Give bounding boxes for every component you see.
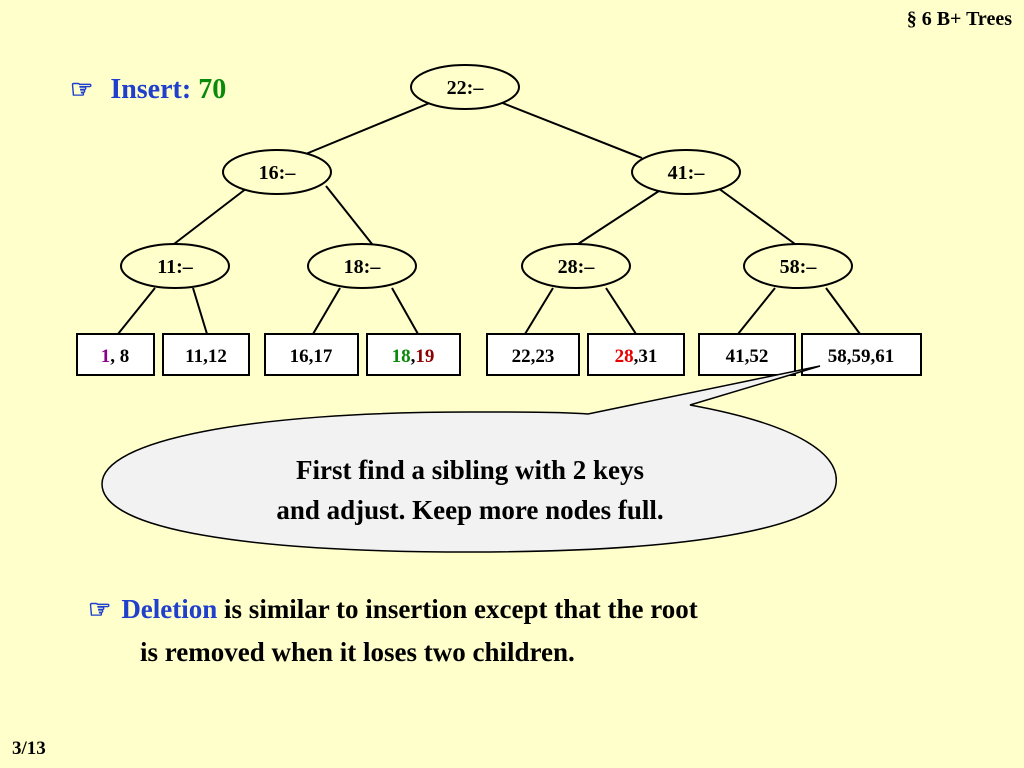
edge: [117, 287, 156, 335]
insert-value: 70: [198, 74, 227, 105]
insert-label: Insert:: [110, 74, 192, 105]
edge: [524, 287, 554, 335]
leaf-5-text: 22,23: [512, 346, 555, 367]
edge: [605, 287, 637, 335]
deletion-line-2: is removed when it loses two children.: [140, 637, 575, 667]
node-16: [222, 149, 332, 195]
slide-header: § 6 B+ Trees: [906, 8, 1012, 30]
node-58-label: 58:–: [780, 256, 818, 278]
leaf-6-text: 28,31: [615, 346, 658, 367]
root-node-label: 22:–: [447, 77, 485, 99]
edge: [499, 101, 643, 159]
leaf-2: [162, 333, 250, 376]
edge: [295, 101, 433, 159]
node-58: [743, 243, 853, 289]
leaf-4-text: 18,19: [392, 346, 435, 367]
callout-text: First find a sibling with 2 keys and adj…: [0, 450, 940, 530]
edge: [825, 287, 861, 335]
node-18-label: 18:–: [344, 256, 382, 278]
leaf-7: [698, 333, 796, 376]
node-28-label: 28:–: [558, 256, 596, 278]
edge: [737, 287, 776, 335]
leaf-5: [486, 333, 580, 376]
node-41-label: 41:–: [668, 162, 706, 184]
leaf-1: [76, 333, 155, 376]
node-11-label: 11:–: [157, 256, 194, 278]
deletion-keyword: Deletion: [121, 594, 218, 624]
node-41: [631, 149, 741, 195]
leaf-4: [366, 333, 461, 376]
leaf-7-text: 41,52: [726, 346, 769, 367]
leaf-8-text: 58,59,61: [828, 346, 895, 367]
root-node: [410, 64, 520, 110]
leaf-6: [587, 333, 685, 376]
pointing-hand-icon: ☞: [70, 75, 94, 104]
edge: [391, 287, 419, 335]
node-28: [521, 243, 631, 289]
pointing-hand-icon: ☞: [88, 595, 112, 624]
node-16-label: 16:–: [259, 162, 297, 184]
edge: [577, 188, 663, 245]
leaf-3-text: 16,17: [290, 346, 333, 367]
callout-line-1: First find a sibling with 2 keys: [295, 455, 645, 485]
edge: [325, 185, 373, 245]
edge: [173, 187, 248, 245]
page-number: 3/13: [12, 738, 46, 759]
leaf-8: [801, 333, 922, 376]
leaf-2-text: 11,12: [185, 346, 227, 367]
edge: [312, 287, 341, 335]
callout-bubble: [101, 365, 837, 553]
edge: [192, 287, 208, 335]
leaf-3: [264, 333, 359, 376]
edge: [717, 187, 796, 245]
deletion-rest: is similar to insertion except that the …: [217, 594, 698, 624]
node-11: [120, 243, 230, 289]
deletion-paragraph: ☞ Deletion is similar to insertion except…: [88, 588, 698, 673]
node-18: [307, 243, 417, 289]
callout-line-2: and adjust. Keep more nodes full.: [276, 495, 664, 525]
leaf-1-text: 1, 8: [101, 346, 130, 367]
insert-heading: ☞ Insert: 70: [70, 74, 226, 106]
